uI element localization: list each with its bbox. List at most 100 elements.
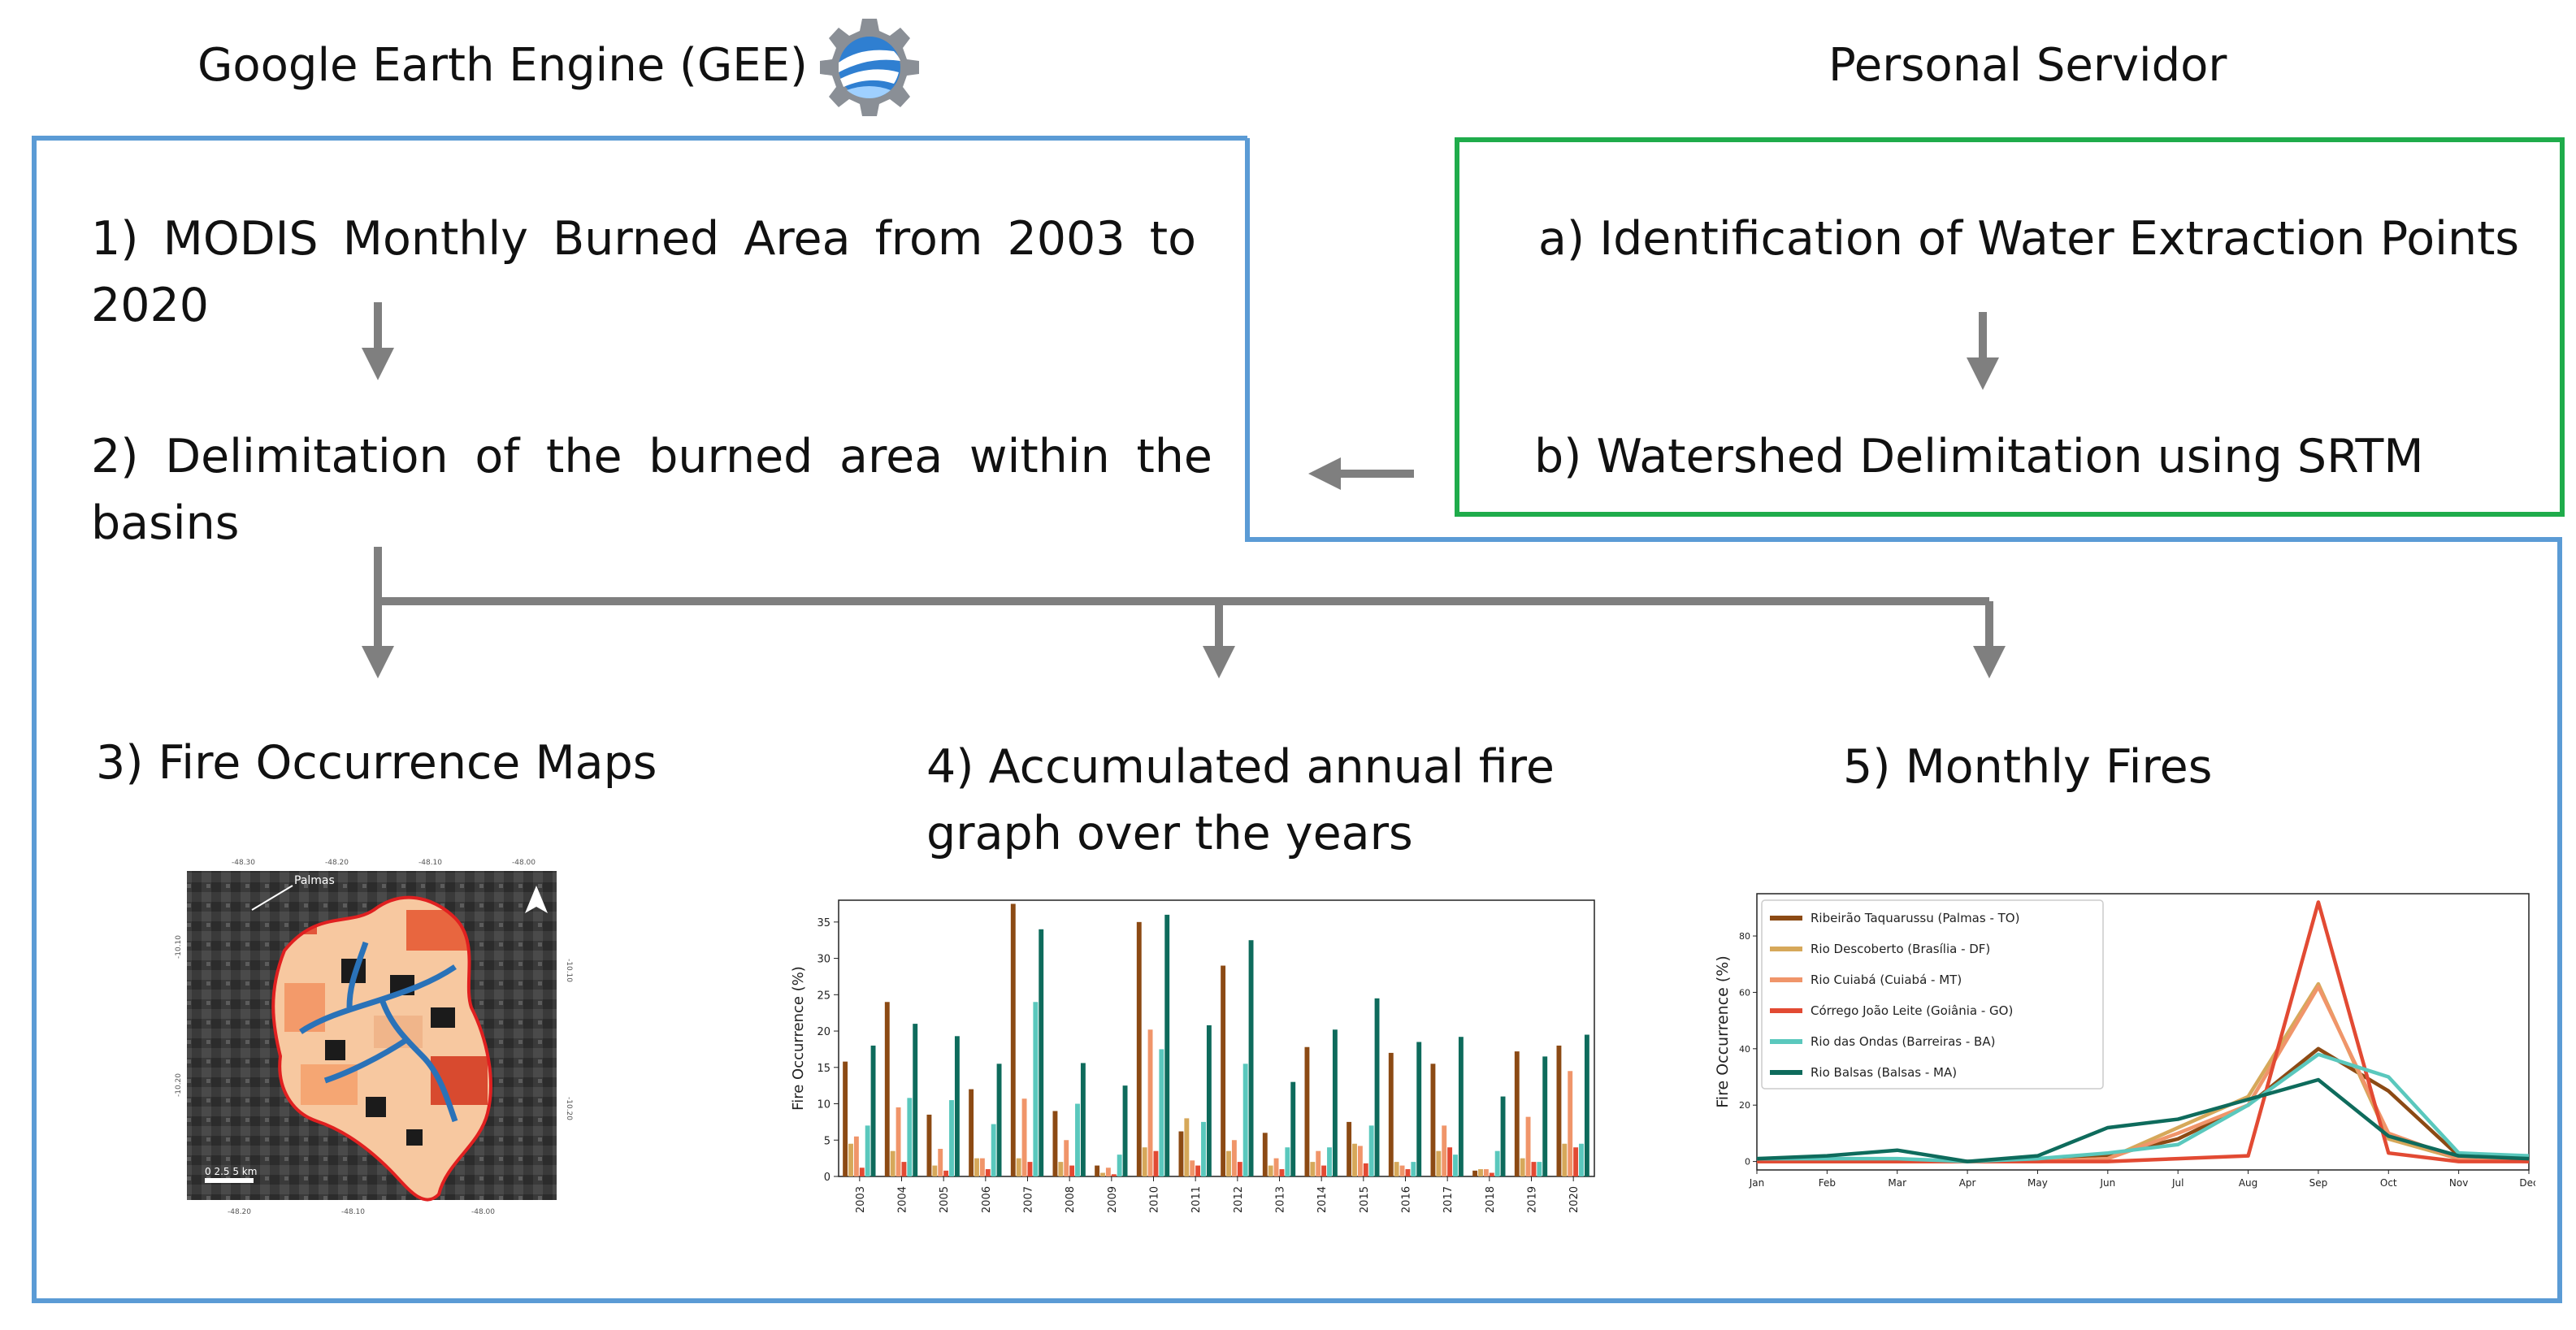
bar xyxy=(938,1149,943,1176)
step-2-text: 2) Delimitation of the burned area withi… xyxy=(91,430,1212,550)
bar xyxy=(1520,1158,1525,1176)
bar xyxy=(949,1100,954,1176)
gee-gear-icon xyxy=(820,19,919,116)
svg-text:-48.00: -48.00 xyxy=(512,859,536,867)
line-y-tick-label: 80 xyxy=(1739,931,1750,942)
bar xyxy=(1122,1085,1128,1176)
line-y-tick-label: 60 xyxy=(1739,987,1750,998)
legend-frame xyxy=(1761,899,2104,1090)
bar xyxy=(1058,1162,1064,1176)
bar xyxy=(1447,1147,1453,1176)
bar xyxy=(1472,1170,1478,1176)
bar xyxy=(1184,1118,1190,1176)
line-legend: Ribeirão Taquarussu (Palmas - TO)Rio Des… xyxy=(1761,899,2104,1090)
bar xyxy=(1347,1121,1352,1176)
svg-text:-10.10: -10.10 xyxy=(565,959,573,982)
bar xyxy=(1573,1147,1579,1176)
bar xyxy=(974,1158,979,1176)
bar xyxy=(1453,1155,1458,1176)
series-line xyxy=(1756,1077,2530,1163)
bar xyxy=(1363,1163,1368,1176)
server-box xyxy=(1455,137,2565,517)
bar xyxy=(943,1170,949,1176)
bar xyxy=(1111,1174,1117,1176)
svg-text:-48.10: -48.10 xyxy=(341,1208,365,1216)
server-header: Personal Servidor xyxy=(1828,39,2227,92)
bar xyxy=(1542,1056,1548,1176)
line-x-tick-label: Feb xyxy=(1819,1177,1836,1189)
bar xyxy=(1357,1146,1363,1176)
bar xyxy=(1430,1064,1436,1176)
legend-label: Rio Descoberto (Brasília - DF) xyxy=(1811,942,1990,956)
bar xyxy=(1316,1150,1321,1176)
bar xyxy=(1514,1051,1520,1176)
bar-x-tick-label: 2014 xyxy=(1316,1186,1329,1213)
line-y-tick-label: 20 xyxy=(1739,1100,1750,1111)
series-line xyxy=(1757,900,2529,1163)
bar xyxy=(1273,1158,1279,1176)
bar xyxy=(1268,1165,1273,1176)
bar-x-tick-label: 2013 xyxy=(1275,1186,1287,1213)
bar xyxy=(1304,1046,1310,1176)
bar xyxy=(1021,1098,1027,1176)
map-scale-label: 0 2.5 5 km xyxy=(205,1166,257,1177)
bar-x-tick-label: 2008 xyxy=(1065,1186,1077,1213)
line-x-tick-label: Jul xyxy=(2171,1177,2184,1189)
bar xyxy=(969,1089,974,1176)
bar-y-tick-label: 35 xyxy=(817,917,830,929)
bar xyxy=(1069,1165,1075,1176)
step-4-text: 4) Accumulated annual fire graph over th… xyxy=(926,740,1555,860)
bar xyxy=(1483,1169,1489,1176)
bar-y-tick-label: 0 xyxy=(824,1172,830,1184)
svg-text:-48.10: -48.10 xyxy=(418,859,442,867)
legend-label: Córrego João Leite (Goiânia - GO) xyxy=(1811,1003,2013,1018)
bar xyxy=(1221,965,1226,1176)
bar xyxy=(1201,1121,1206,1176)
legend-label: Rio das Ondas (Barreiras - BA) xyxy=(1811,1034,1995,1049)
bar xyxy=(1584,1034,1589,1176)
bar xyxy=(907,1098,913,1176)
line-x-tick-label: Apr xyxy=(1959,1177,1976,1189)
bar-x-tick-label: 2016 xyxy=(1401,1186,1413,1213)
svg-text:-48.20: -48.20 xyxy=(228,1208,251,1216)
bar xyxy=(848,1143,853,1176)
bar xyxy=(1556,1045,1562,1176)
bar xyxy=(1568,1071,1573,1176)
bar xyxy=(1105,1168,1111,1176)
bar xyxy=(853,1136,859,1176)
bar xyxy=(1411,1162,1416,1176)
bar-x-tick-label: 2010 xyxy=(1149,1186,1161,1213)
bar xyxy=(1368,1125,1374,1176)
north-arrow-icon xyxy=(525,886,548,913)
series-line xyxy=(1757,1052,2530,1163)
bar xyxy=(1231,1140,1237,1176)
bar xyxy=(1147,1029,1153,1176)
bar xyxy=(1195,1165,1201,1176)
bar-plot-frame xyxy=(838,899,1595,1177)
bar xyxy=(1374,998,1380,1176)
bar-y-tick-label: 20 xyxy=(817,1026,830,1038)
line-x-tick-label: Nov xyxy=(2449,1177,2468,1189)
line-plot-frame xyxy=(1756,893,2530,1171)
line-x-tick-label: Jun xyxy=(2099,1177,2115,1189)
bar xyxy=(1095,1165,1100,1176)
bar xyxy=(1332,1029,1338,1176)
map-scale-bar xyxy=(205,1178,254,1183)
bar-x-tick-label: 2005 xyxy=(939,1186,951,1213)
bar xyxy=(1159,1049,1164,1176)
bar xyxy=(884,1002,890,1176)
bar xyxy=(1206,1025,1212,1176)
bar xyxy=(859,1168,865,1176)
bar-x-tick-label: 2017 xyxy=(1442,1186,1455,1213)
svg-text:-48.30: -48.30 xyxy=(232,859,255,867)
bar-y-tick-label: 5 xyxy=(824,1135,830,1147)
bar xyxy=(1075,1103,1080,1176)
bar xyxy=(1190,1160,1195,1176)
bar-x-tick-label: 2007 xyxy=(1023,1186,1035,1213)
bar xyxy=(1052,1111,1058,1176)
bar xyxy=(1039,929,1044,1176)
bar xyxy=(913,1024,918,1176)
bar xyxy=(1248,940,1254,1176)
